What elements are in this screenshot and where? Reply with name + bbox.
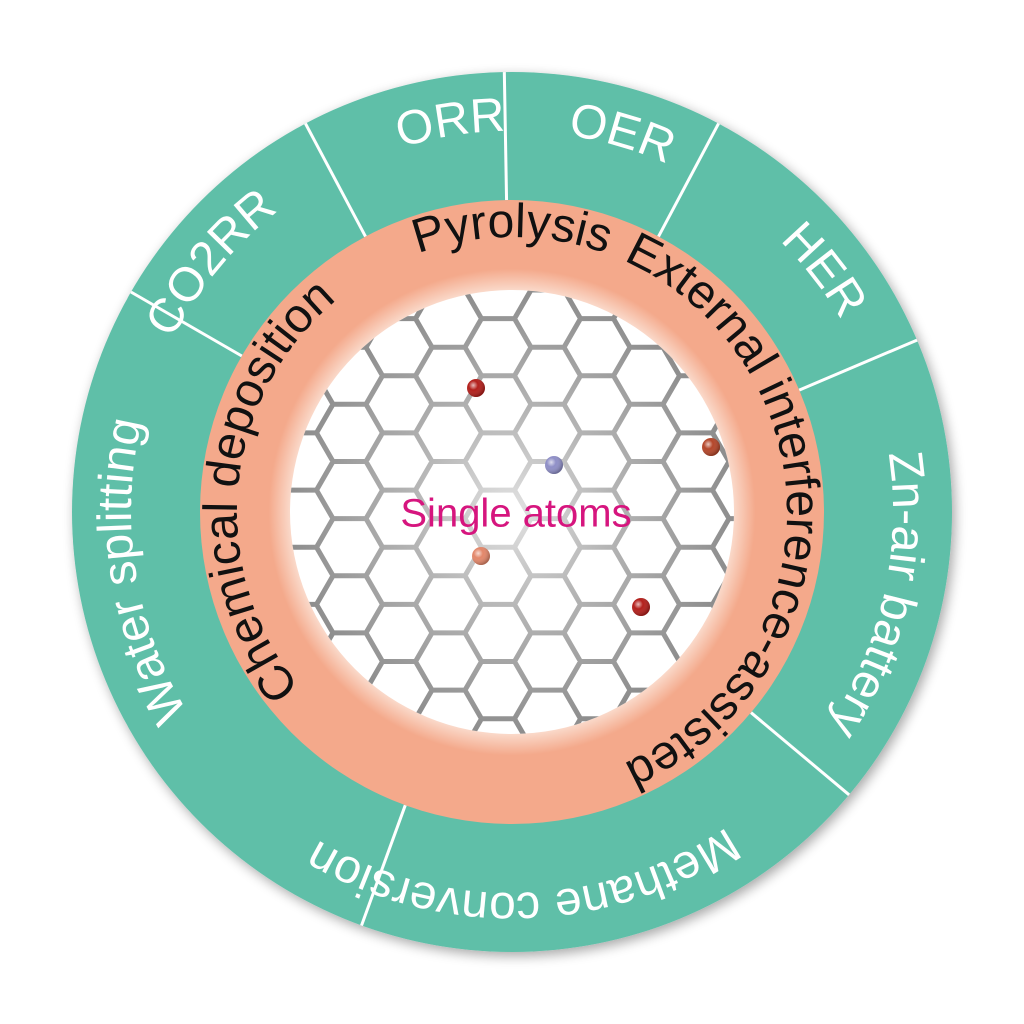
application-divider [657, 122, 720, 238]
red-brown-atom [702, 438, 720, 456]
salmon-atom [472, 547, 490, 565]
application-divider [502, 72, 509, 201]
single-atoms-group [467, 379, 720, 616]
center-label: Single atoms [400, 492, 631, 536]
application-divider [360, 804, 407, 926]
application-dividers [130, 72, 918, 926]
blue-grey-atom [545, 456, 563, 474]
dark-red-atom [467, 379, 485, 397]
dark-red-atom [632, 598, 650, 616]
application-divider [798, 338, 918, 392]
application-divider [750, 711, 851, 796]
application-divider [130, 290, 243, 358]
application-divider [304, 122, 367, 238]
